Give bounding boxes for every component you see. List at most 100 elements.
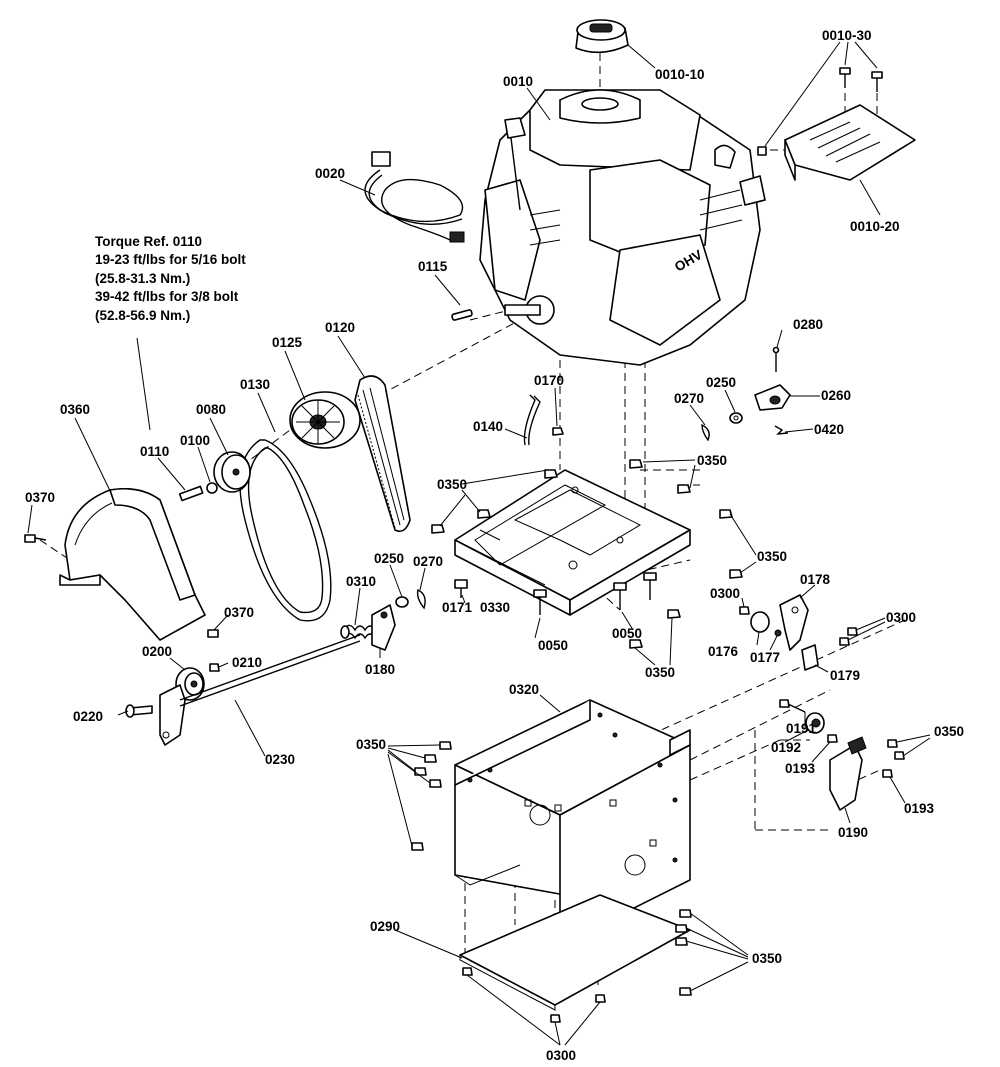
callout-0193-b: 0193 bbox=[904, 801, 935, 816]
callout-0300-b: 0300 bbox=[886, 610, 916, 625]
torque-note-line2: (25.8-31.3 Nm.) bbox=[95, 271, 190, 286]
callout-0110: 0110 bbox=[140, 444, 169, 459]
pulley-0125 bbox=[289, 391, 361, 449]
belt-0130 bbox=[239, 439, 332, 622]
bolt-0370-bottom bbox=[207, 629, 219, 638]
callout-0010: 0010 bbox=[503, 74, 533, 89]
callout-0300-a: 0300 bbox=[710, 586, 740, 601]
torque-note-line4: (52.8-56.9 Nm.) bbox=[95, 308, 190, 323]
callout-0010-20: 0010-20 bbox=[850, 219, 900, 234]
bolt-0191 bbox=[779, 699, 806, 713]
fuel-cap-0010-10 bbox=[575, 19, 629, 54]
callout-0350-a: 0350 bbox=[697, 453, 727, 468]
callout-0350-e: 0350 bbox=[934, 724, 964, 739]
pulley-0080 bbox=[213, 451, 251, 493]
callout-0010-30: 0010-30 bbox=[822, 28, 872, 43]
callout-0190: 0190 bbox=[838, 825, 868, 840]
engine-0010: OHV bbox=[479, 89, 766, 366]
bolts-0010-30 bbox=[757, 67, 883, 156]
callout-0350-c: 0350 bbox=[757, 549, 787, 564]
torque-note: Torque Ref. 0110 19-23 ft/lbs for 5/16 b… bbox=[95, 234, 246, 323]
callout-0192: 0192 bbox=[771, 740, 801, 755]
callout-0350-f: 0350 bbox=[356, 737, 386, 752]
callout-0115: 0115 bbox=[418, 259, 448, 274]
callout-0193-a: 0193 bbox=[785, 761, 816, 776]
callout-0171: 0171 bbox=[442, 600, 473, 615]
callout-0178: 0178 bbox=[800, 572, 831, 587]
callout-0350-b: 0350 bbox=[437, 477, 467, 492]
spring-0420 bbox=[774, 425, 789, 435]
callout-0330: 0330 bbox=[480, 600, 510, 615]
callout-0360: 0360 bbox=[60, 402, 90, 417]
bracket-0179 bbox=[801, 644, 819, 671]
callout-0120: 0120 bbox=[325, 320, 355, 335]
callout-0220: 0220 bbox=[73, 709, 103, 724]
callout-0140: 0140 bbox=[473, 419, 503, 434]
plate-0010-20 bbox=[784, 104, 916, 181]
callout-0350-d: 0350 bbox=[645, 665, 675, 680]
bolts-0350-right-end bbox=[887, 739, 905, 760]
bolt-0110 bbox=[178, 482, 218, 502]
torque-note-title: Torque Ref. 0110 bbox=[95, 234, 202, 249]
callout-0320: 0320 bbox=[509, 682, 539, 697]
key-0115 bbox=[451, 309, 473, 321]
belt-0120 bbox=[354, 375, 411, 533]
callout-0300-c: 0300 bbox=[546, 1048, 576, 1063]
leader-lines bbox=[27, 41, 931, 1046]
nut-0193a bbox=[827, 734, 838, 743]
stud-0050b bbox=[613, 572, 657, 610]
callout-0050-a: 0050 bbox=[538, 638, 568, 653]
callout-0270-mid: 0270 bbox=[413, 554, 443, 569]
callout-0260: 0260 bbox=[821, 388, 851, 403]
callout-0180: 0180 bbox=[365, 662, 395, 677]
callout-0250-top: 0250 bbox=[706, 375, 736, 390]
washer-0250-b bbox=[395, 596, 409, 608]
plate-0290 bbox=[459, 894, 691, 1011]
callout-0125: 0125 bbox=[272, 335, 303, 350]
callout-0370-left: 0370 bbox=[25, 490, 55, 505]
pin-0270-b bbox=[416, 588, 426, 610]
callout-0310: 0310 bbox=[346, 574, 376, 589]
bolts-0300-bottom bbox=[462, 967, 606, 1023]
pin-0270 bbox=[701, 423, 710, 442]
callout-0020: 0020 bbox=[315, 166, 345, 181]
bracket-0178 bbox=[779, 594, 809, 651]
mount-plate-0330 bbox=[454, 469, 691, 616]
bolts-0300-right bbox=[739, 606, 858, 646]
callout-0200: 0200 bbox=[142, 644, 172, 659]
bracket-0180 bbox=[371, 604, 396, 651]
arm-0230 bbox=[159, 634, 361, 746]
bracket-0190 bbox=[829, 736, 867, 811]
washer-0250 bbox=[729, 412, 743, 424]
callout-labels: 0010-10 0010 0010-30 0010-20 0020 0115 0… bbox=[25, 28, 964, 1063]
callout-0179: 0179 bbox=[830, 668, 860, 683]
torque-note-line1: 19-23 ft/lbs for 5/16 bolt bbox=[95, 252, 246, 267]
bolt-0171 bbox=[454, 579, 468, 598]
belt-cover-0360 bbox=[59, 487, 206, 641]
callout-0290: 0290 bbox=[370, 919, 400, 934]
callout-0191: 0191 bbox=[786, 721, 817, 736]
rod-0140 bbox=[523, 394, 541, 446]
callout-0080: 0080 bbox=[196, 402, 226, 417]
bolts-0350-bottom-right bbox=[675, 909, 692, 996]
stud-0050a bbox=[533, 589, 547, 615]
callout-0250-mid: 0250 bbox=[374, 551, 404, 566]
callout-0177: 0177 bbox=[750, 650, 780, 665]
bolt-0370-left bbox=[24, 534, 47, 543]
bolts-0350-frame-left bbox=[411, 741, 452, 851]
callout-0270-top: 0270 bbox=[674, 391, 704, 406]
callout-0370-bottom: 0370 bbox=[224, 605, 254, 620]
bolts-0350-top bbox=[431, 459, 743, 649]
nut-0177 bbox=[774, 629, 782, 637]
nut-0193b bbox=[882, 769, 893, 778]
callout-0050-b: 0050 bbox=[612, 626, 642, 641]
nut-0210 bbox=[209, 663, 220, 672]
pin-0220 bbox=[125, 704, 153, 718]
washer-0176 bbox=[750, 611, 770, 633]
cord-0020 bbox=[364, 151, 465, 243]
callout-0280: 0280 bbox=[793, 317, 823, 332]
callout-0210: 0210 bbox=[232, 655, 262, 670]
callout-0420: 0420 bbox=[814, 422, 844, 437]
pin-0280 bbox=[772, 346, 780, 372]
